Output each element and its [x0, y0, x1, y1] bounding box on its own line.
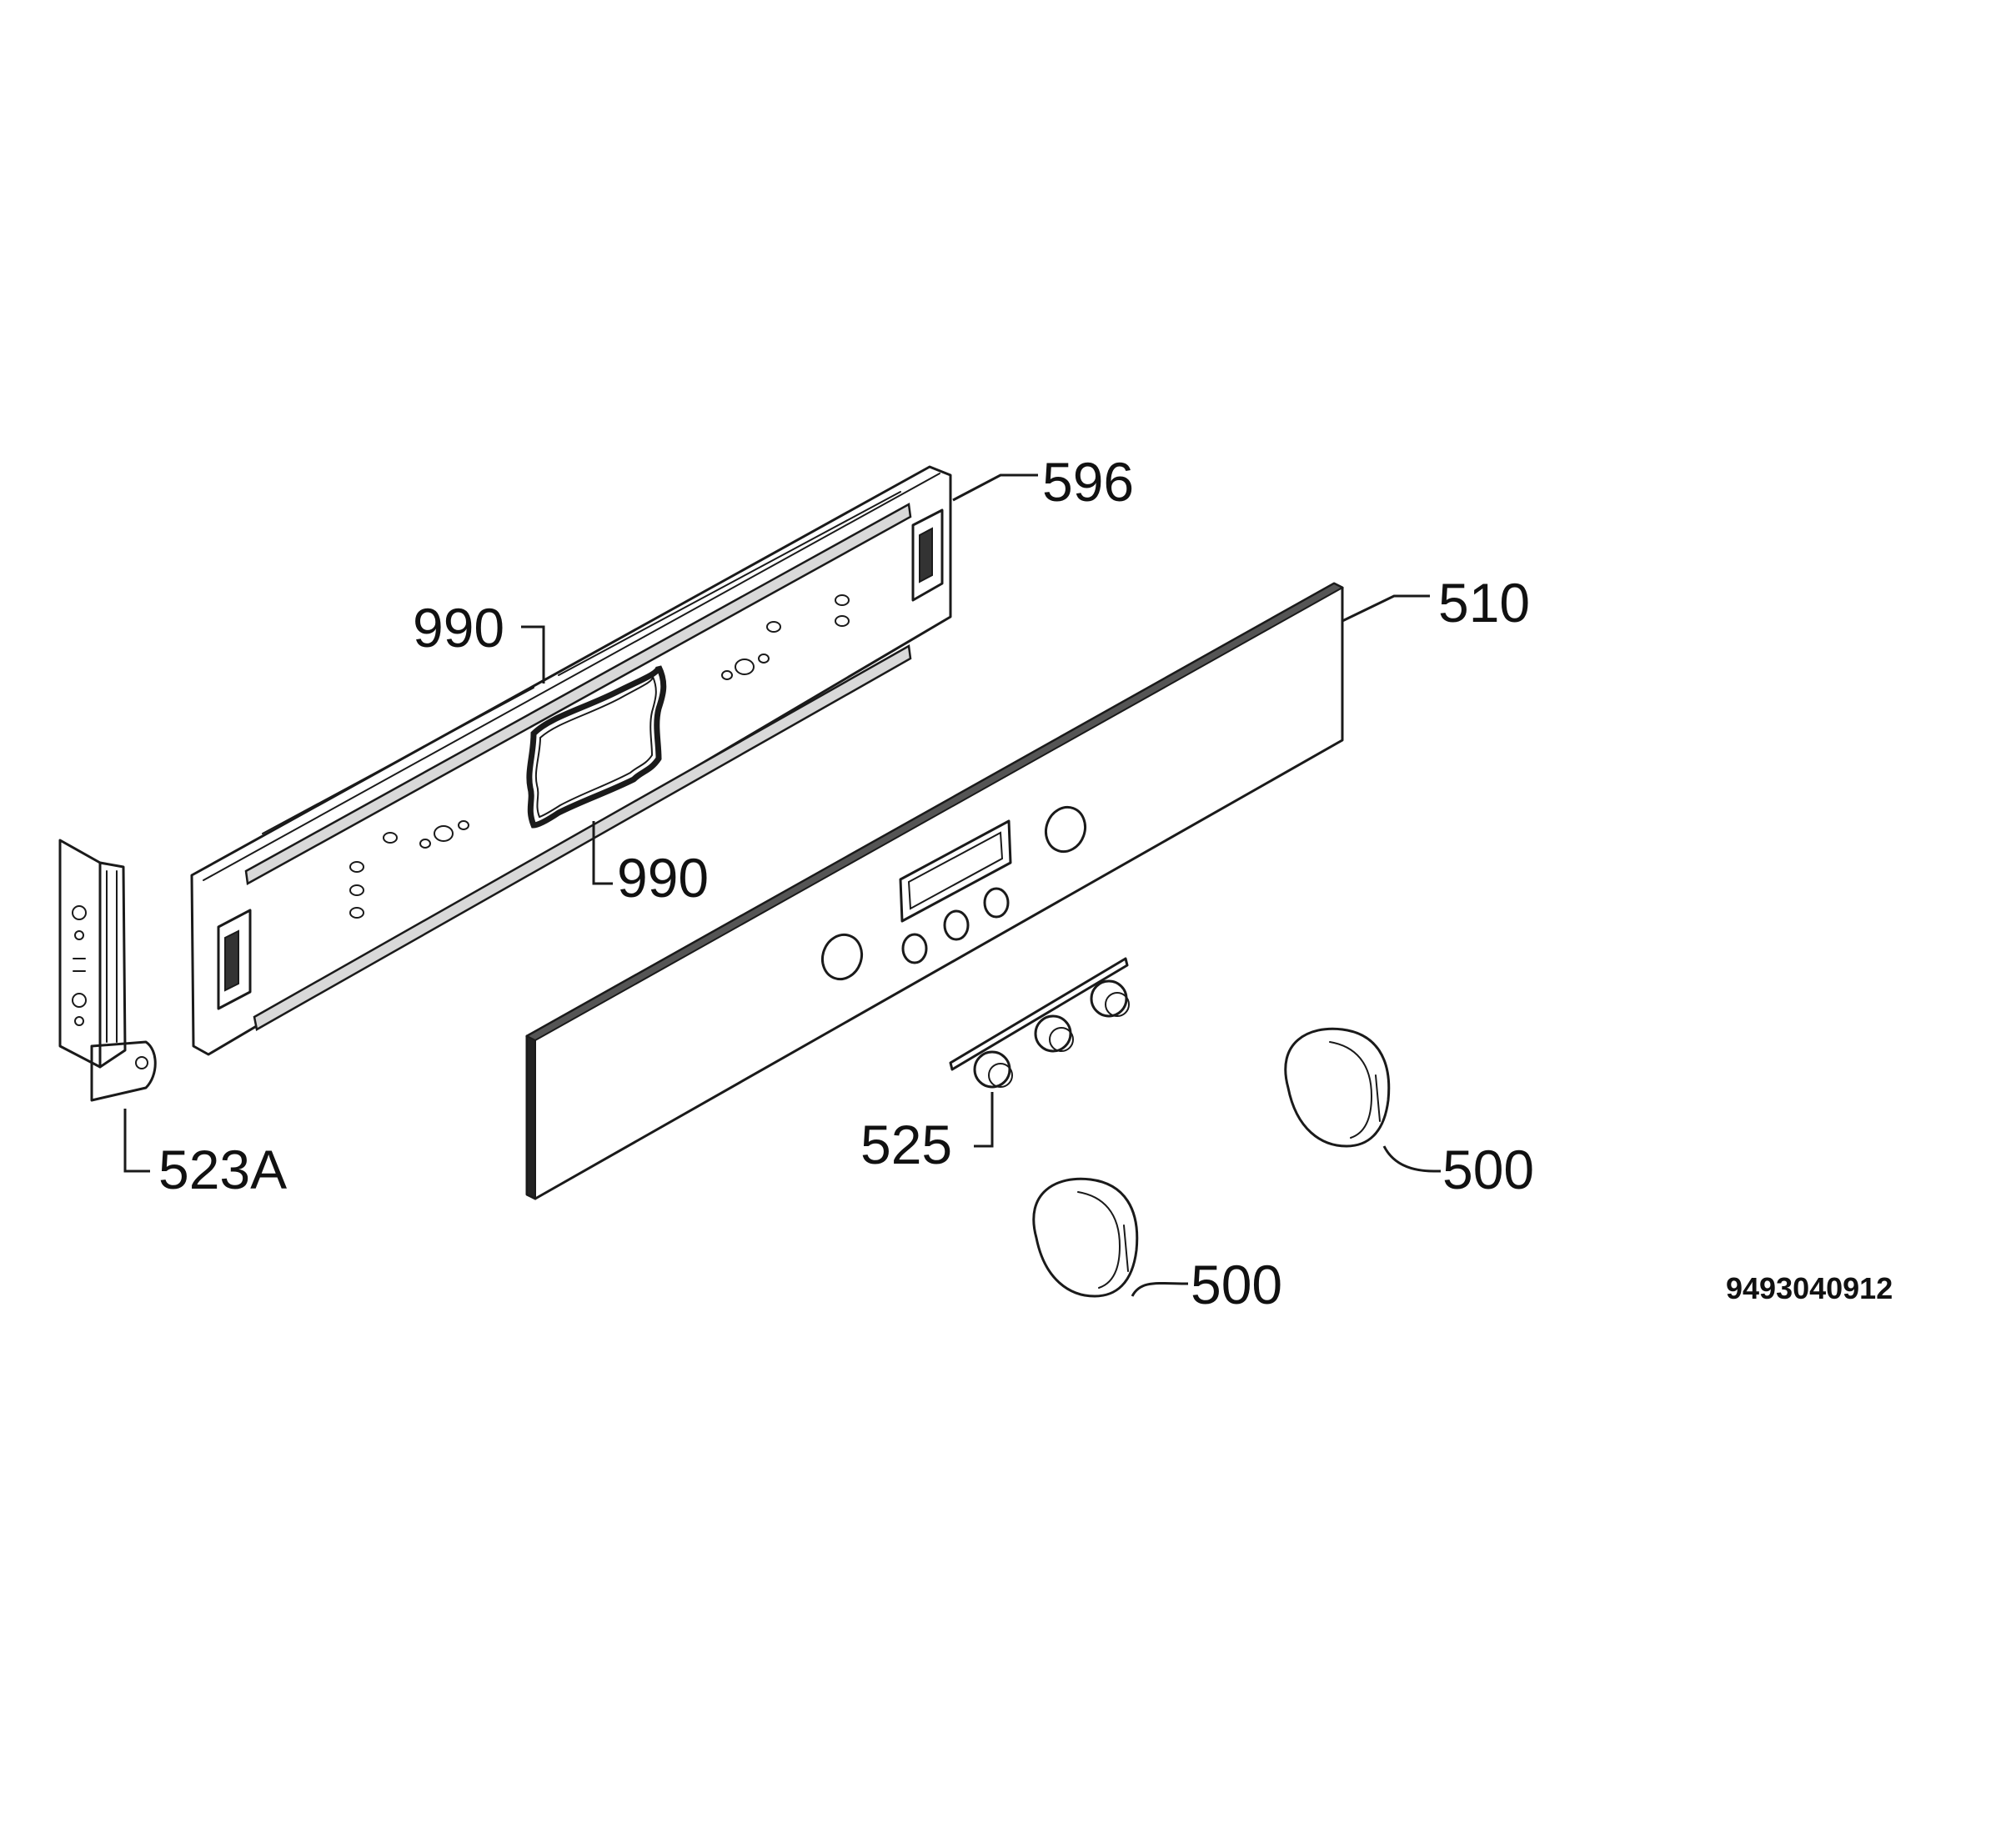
leader-lines: [123, 473, 1441, 1297]
part-label-525: 525: [860, 1114, 953, 1175]
part-label-596: 596: [1042, 451, 1135, 513]
part-label-510: 510: [1438, 572, 1531, 634]
control-panel-frame-596: [190, 465, 952, 1056]
control-knob-500-lower: [1032, 1177, 1139, 1298]
drawing-code: 9493040912: [1726, 1271, 1893, 1305]
part-label-500-upper: 500: [1442, 1139, 1535, 1200]
side-bracket-523A: [58, 839, 157, 1102]
part-label-990-lower: 990: [617, 847, 710, 909]
part-label-523A: 523A: [158, 1139, 288, 1200]
switch-assembly-525: [949, 957, 1130, 1089]
front-facia-510: [524, 582, 1345, 1200]
part-label-990-upper: 990: [413, 597, 505, 659]
gasket-990: [526, 665, 667, 829]
part-label-500-lower: 500: [1191, 1254, 1283, 1315]
control-knob-500-upper: [1284, 1027, 1391, 1148]
